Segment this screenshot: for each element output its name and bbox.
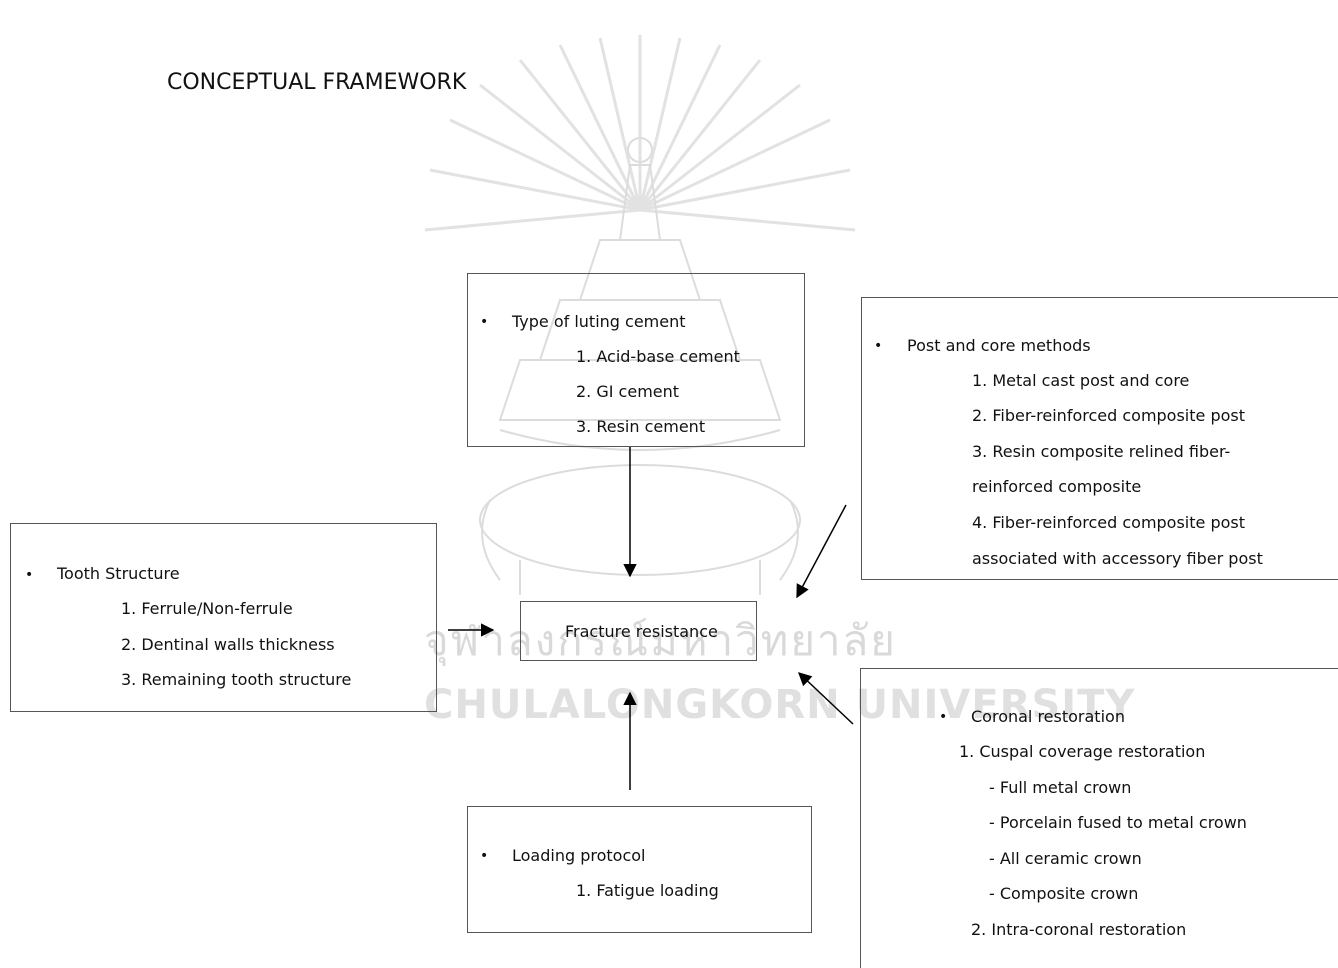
post-core-line: reinforced composite bbox=[972, 477, 1142, 496]
luting-item: 1. Acid-base cement bbox=[576, 347, 740, 366]
post-core-line: 4. Fiber-reinforced composite post bbox=[972, 513, 1246, 532]
fracture-resistance-box: Fracture resistance bbox=[520, 601, 757, 661]
tooth-heading: Tooth Structure bbox=[57, 564, 180, 583]
tooth-item: 2. Dentinal walls thickness bbox=[121, 635, 335, 654]
arrow-post-to-fracture bbox=[796, 504, 847, 599]
coronal-line: 2. Intra-coronal restoration bbox=[971, 920, 1187, 939]
bullet-icon: • bbox=[939, 709, 948, 725]
tooth-item: 3. Remaining tooth structure bbox=[121, 670, 352, 689]
tooth-structure-box: • Tooth Structure 1. Ferrule/Non-ferrule… bbox=[10, 523, 437, 712]
arrow-coronal-to-fracture bbox=[798, 672, 854, 725]
fracture-resistance-label: Fracture resistance bbox=[565, 622, 718, 641]
luting-item: 2. GI cement bbox=[576, 382, 680, 401]
bullet-icon: • bbox=[874, 338, 883, 354]
post-core-line: 3. Resin composite relined fiber- bbox=[972, 442, 1231, 461]
coronal-restoration-box: • Coronal restoration 1. Cuspal coverage… bbox=[860, 668, 1338, 968]
loading-heading: Loading protocol bbox=[512, 846, 646, 865]
post-core-line: associated with accessory fiber post bbox=[972, 549, 1263, 568]
post-core-line: 1. Metal cast post and core bbox=[972, 371, 1190, 390]
coronal-line: 1. Cuspal coverage restoration bbox=[959, 742, 1206, 761]
coronal-line: - Full metal crown bbox=[989, 778, 1132, 797]
bullet-icon: • bbox=[480, 314, 489, 330]
coronal-line: - Composite crown bbox=[989, 884, 1139, 903]
bullet-icon: • bbox=[480, 848, 489, 864]
luting-item: 3. Resin cement bbox=[576, 417, 706, 436]
loading-item: 1. Fatigue loading bbox=[576, 881, 719, 900]
coronal-heading: Coronal restoration bbox=[971, 707, 1125, 726]
luting-heading: Type of luting cement bbox=[512, 312, 686, 331]
page-title: CONCEPTUAL FRAMEWORK bbox=[167, 70, 467, 95]
tooth-item: 1. Ferrule/Non-ferrule bbox=[121, 599, 293, 618]
luting-cement-box: • Type of luting cement 1. Acid-base cem… bbox=[467, 273, 805, 447]
post-core-heading: Post and core methods bbox=[907, 336, 1091, 355]
post-core-line: 2. Fiber-reinforced composite post bbox=[972, 406, 1246, 425]
loading-protocol-box: • Loading protocol 1. Fatigue loading bbox=[467, 806, 812, 933]
bullet-icon: • bbox=[25, 567, 34, 583]
coronal-line: - All ceramic crown bbox=[989, 849, 1142, 868]
coronal-line: - Porcelain fused to metal crown bbox=[989, 813, 1247, 832]
post-core-box: • Post and core methods 1. Metal cast po… bbox=[861, 297, 1338, 580]
